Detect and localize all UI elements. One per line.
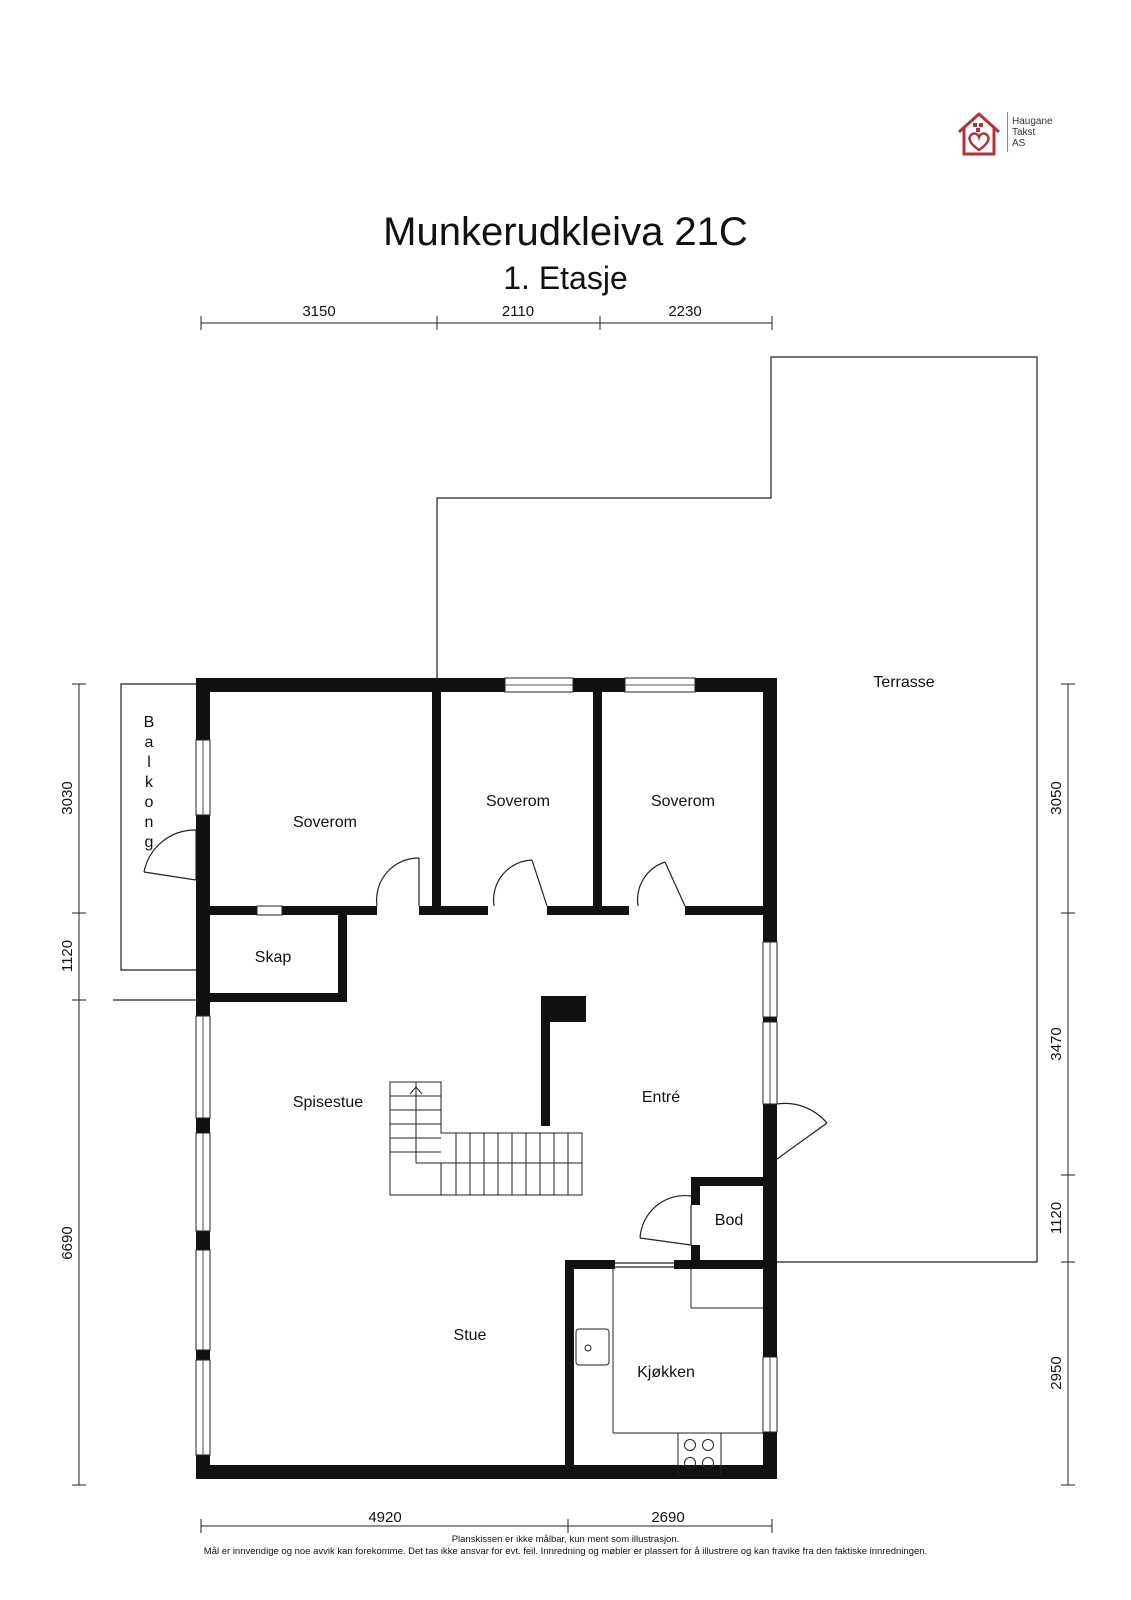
balkong-letter: l <box>147 754 151 771</box>
dimension-lines <box>72 316 1075 1533</box>
balkong-letter: g <box>145 834 154 851</box>
dim-top-1: 3150 <box>302 303 335 320</box>
dim-left-3: 6690 <box>59 1226 76 1259</box>
room-label-entre: Entré <box>642 1089 680 1106</box>
dim-bottom-2: 2690 <box>651 1509 684 1526</box>
disclaimer: Planskissen er ikke målbar, kun ment som… <box>0 1534 1131 1558</box>
page-subtitle: 1. Etasje <box>503 260 628 296</box>
stove-icon <box>677 1432 722 1476</box>
dim-left-1: 3030 <box>59 781 76 814</box>
house-heart-icon <box>957 112 1001 156</box>
room-label-terrasse: Terrasse <box>873 674 934 691</box>
interior-walls <box>210 692 763 1465</box>
room-label-soverom-2: Soverom <box>486 793 550 810</box>
balkong-letter: a <box>145 734 154 751</box>
room-label-bod: Bod <box>715 1212 743 1229</box>
room-label-soverom-1: Soverom <box>293 814 357 831</box>
kitchen-fixtures <box>575 1269 763 1476</box>
windows <box>195 677 778 1456</box>
logo-text: Haugane Takst AS <box>1012 116 1053 149</box>
dim-right-4: 2950 <box>1048 1356 1065 1389</box>
disclaimer-line-2: Mål er innvendige og noe avvik kan forek… <box>203 1546 928 1557</box>
doors <box>143 829 828 1268</box>
dim-top-2: 2110 <box>502 303 534 320</box>
balkong-letter: B <box>144 714 155 731</box>
dim-right-3: 1120 <box>1048 1202 1065 1234</box>
balkong-letter: k <box>145 774 154 791</box>
company-logo: Haugane Takst AS <box>955 110 1085 160</box>
page-title: Munkerudkleiva 21C <box>383 210 748 254</box>
logo-line-1: Haugane <box>1012 116 1053 127</box>
sink-icon <box>575 1328 610 1366</box>
dim-bottom-1: 4920 <box>368 1509 401 1526</box>
room-label-balkong: B a l k o n g <box>144 714 155 851</box>
disclaimer-line-1: Planskissen er ikke målbar, kun ment som… <box>451 1534 680 1545</box>
room-label-soverom-3: Soverom <box>651 793 715 810</box>
stairs <box>389 1081 583 1196</box>
room-label-kjokken: Kjøkken <box>637 1364 695 1381</box>
dim-left-2: 1120 <box>59 940 76 972</box>
room-label-stue: Stue <box>454 1327 487 1344</box>
terrace-outline <box>436 356 1038 1263</box>
dim-top-3: 2230 <box>668 303 701 320</box>
balcony-outline <box>120 683 196 971</box>
room-label-spisestue: Spisestue <box>293 1094 363 1111</box>
room-label-skap: Skap <box>255 949 292 966</box>
dim-right-2: 3470 <box>1048 1027 1065 1060</box>
logo-line-3: AS <box>1012 138 1026 149</box>
logo-line-2: Takst <box>1012 127 1036 138</box>
balkong-letter: o <box>145 794 154 811</box>
dim-right-1: 3050 <box>1048 781 1065 814</box>
balkong-letter: n <box>145 814 154 831</box>
